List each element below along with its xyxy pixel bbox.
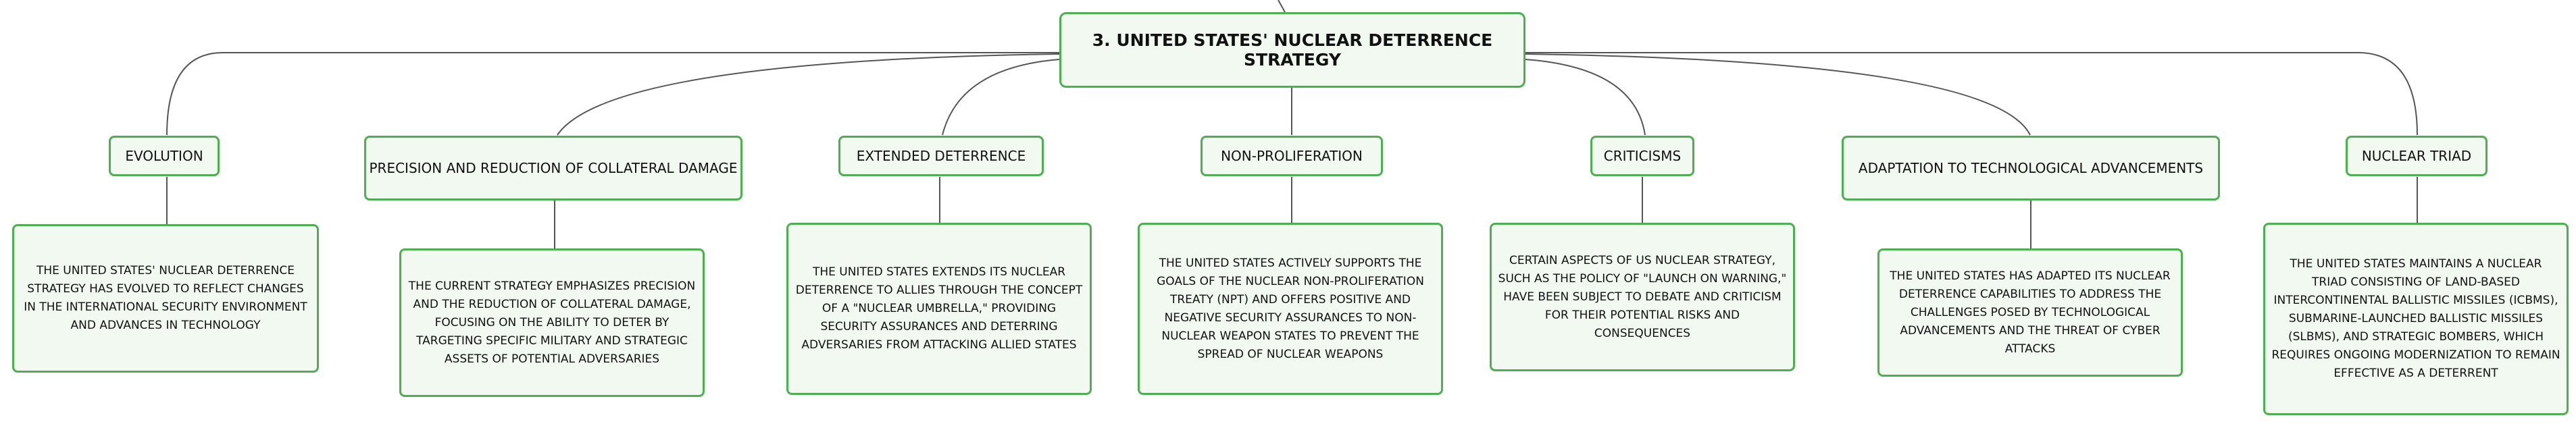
branch-criticisms[interactable]: CRITICISMS: [1590, 136, 1694, 176]
branch-label: PRECISION AND REDUCTION OF COLLATERAL DA…: [369, 160, 738, 176]
leaf-text: THE UNITED STATES' NUCLEAR DETERRENCE ST…: [24, 264, 307, 332]
branch-label: CRITICISMS: [1603, 148, 1682, 164]
root-title: 3. UNITED STATES' NUCLEAR DETERRENCE STR…: [1092, 30, 1493, 70]
branch-label: NON-PROLIFERATION: [1221, 148, 1363, 164]
leaf-adaptation[interactable]: THE UNITED STATES HAS ADAPTED ITS NUCLEA…: [1877, 248, 2183, 377]
branch-nuclear-triad[interactable]: NUCLEAR TRIAD: [2346, 136, 2487, 176]
leaf-precision[interactable]: THE CURRENT STRATEGY EMPHASIZES PRECISIO…: [399, 248, 705, 397]
parent-connector: [1278, 0, 1286, 13]
branch-label: EXTENDED DETERRENCE: [856, 148, 1026, 164]
connector-extended: [942, 59, 1060, 136]
branch-non-proliferation[interactable]: NON-PROLIFERATION: [1201, 136, 1383, 176]
connector-adaptation: [1525, 53, 2031, 136]
leaf-text: CERTAIN ASPECTS OF US NUCLEAR STRATEGY, …: [1498, 253, 1787, 340]
branch-extended-deterrence[interactable]: EXTENDED DETERRENCE: [838, 136, 1044, 176]
branch-adaptation[interactable]: ADAPTATION TO TECHNOLOGICAL ADVANCEMENTS: [1842, 136, 2220, 200]
leaf-text: THE UNITED STATES EXTENDS ITS NUCLEAR DE…: [795, 265, 1083, 352]
leaf-text: THE CURRENT STRATEGY EMPHASIZES PRECISIO…: [408, 279, 696, 366]
leaf-text: THE UNITED STATES MAINTAINS A NUCLEAR TR…: [2271, 257, 2560, 380]
branch-evolution[interactable]: EVOLUTION: [109, 136, 220, 176]
branch-label: EVOLUTION: [125, 148, 203, 164]
leaf-evolution[interactable]: THE UNITED STATES' NUCLEAR DETERRENCE ST…: [12, 224, 319, 373]
leaf-criticisms[interactable]: CERTAIN ASPECTS OF US NUCLEAR STRATEGY, …: [1490, 223, 1795, 371]
connector-triad: [1525, 52, 2418, 136]
connector-criticisms: [1525, 59, 1646, 136]
branch-label: ADAPTATION TO TECHNOLOGICAL ADVANCEMENTS: [1858, 160, 2204, 176]
leaf-extended-deterrence[interactable]: THE UNITED STATES EXTENDS ITS NUCLEAR DE…: [786, 223, 1092, 395]
leaf-text: THE UNITED STATES HAS ADAPTED ITS NUCLEA…: [1890, 269, 2171, 356]
leaf-text: THE UNITED STATES ACTIVELY SUPPORTS THE …: [1157, 256, 1424, 361]
branch-label: NUCLEAR TRIAD: [2361, 148, 2472, 164]
leaf-non-proliferation[interactable]: THE UNITED STATES ACTIVELY SUPPORTS THE …: [1138, 223, 1443, 395]
branch-precision[interactable]: PRECISION AND REDUCTION OF COLLATERAL DA…: [364, 136, 742, 200]
root-node[interactable]: 3. UNITED STATES' NUCLEAR DETERRENCE STR…: [1059, 12, 1525, 88]
connector-evolution: [166, 52, 1059, 136]
leaf-nuclear-triad[interactable]: THE UNITED STATES MAINTAINS A NUCLEAR TR…: [2263, 223, 2569, 415]
connector-precision: [557, 53, 1060, 136]
